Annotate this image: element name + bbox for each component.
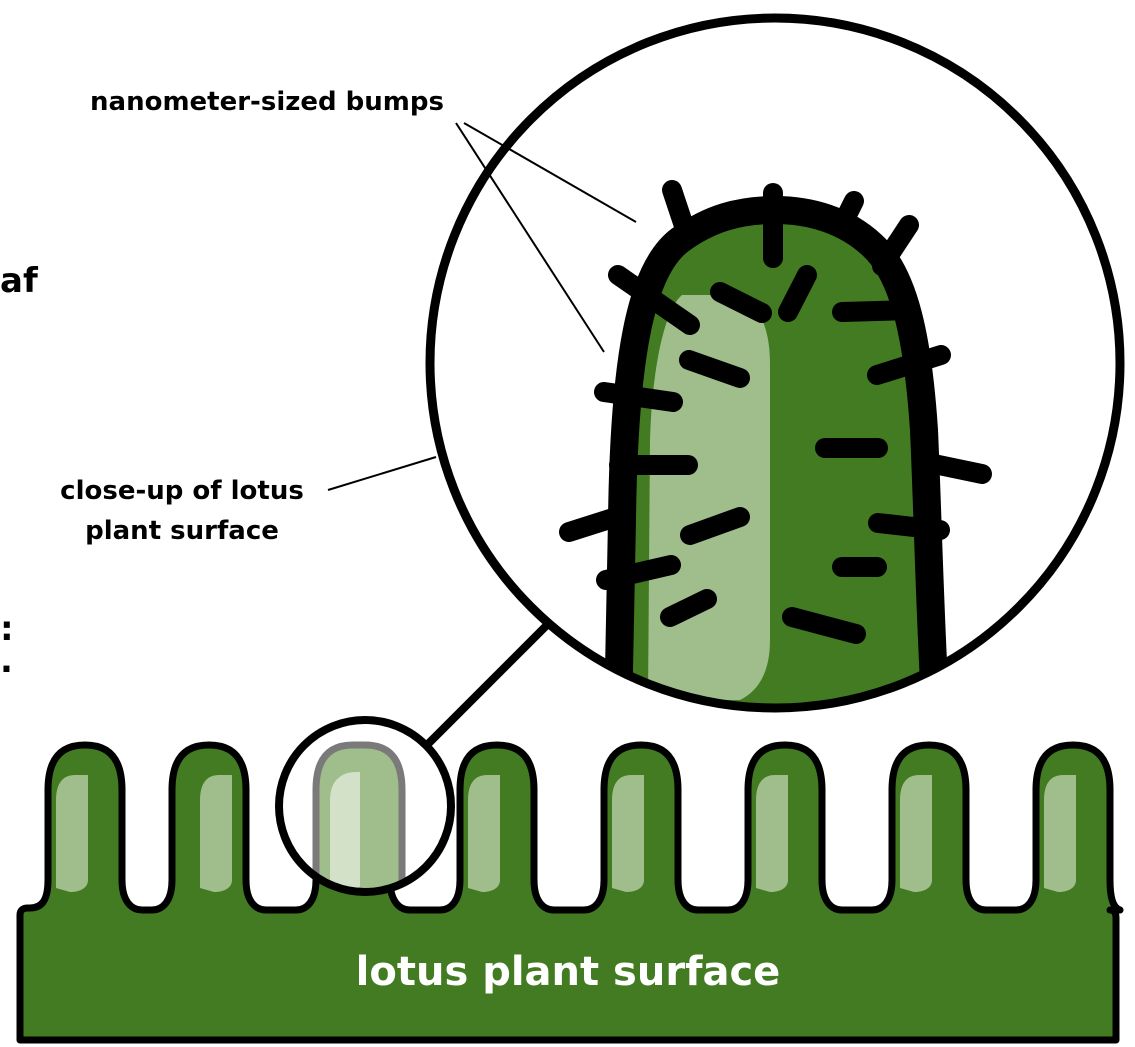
closeup-circle (430, 18, 1120, 720)
nanometer-bumps-label: nanometer-sized bumps (90, 87, 444, 117)
cut-off-text-fragment: af (0, 261, 39, 301)
surface-label: lotus plant surface (356, 949, 781, 995)
cut-off-text-fragment: . (0, 641, 13, 681)
lotus-surface: lotus plant surface (20, 745, 1120, 1040)
magnifier-connector-line (428, 624, 548, 744)
closeup-label-line2: plant surface (85, 516, 279, 546)
bump-highlights (56, 775, 1076, 892)
bump-closeup-highlight (648, 295, 770, 700)
leader-line (328, 457, 436, 490)
closeup-label-line1: close-up of lotus (60, 476, 304, 506)
